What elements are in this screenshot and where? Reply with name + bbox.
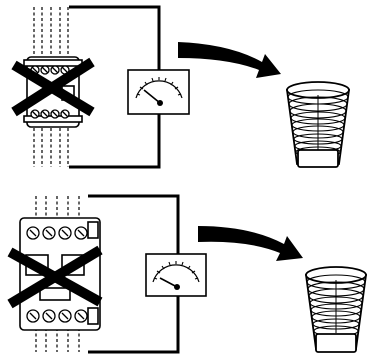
waste-bin-top (285, 81, 351, 168)
bottom-panel (7, 194, 368, 354)
meter-gauge-top (127, 69, 190, 115)
cross-mark-top (11, 57, 95, 117)
curved-arrow-bottom (198, 226, 303, 261)
cross-mark-bottom (7, 245, 103, 309)
waste-bin-bottom (304, 266, 368, 353)
meter-gauge-bottom (145, 253, 207, 297)
curved-arrow-top (178, 42, 281, 78)
top-panel (11, 5, 351, 169)
